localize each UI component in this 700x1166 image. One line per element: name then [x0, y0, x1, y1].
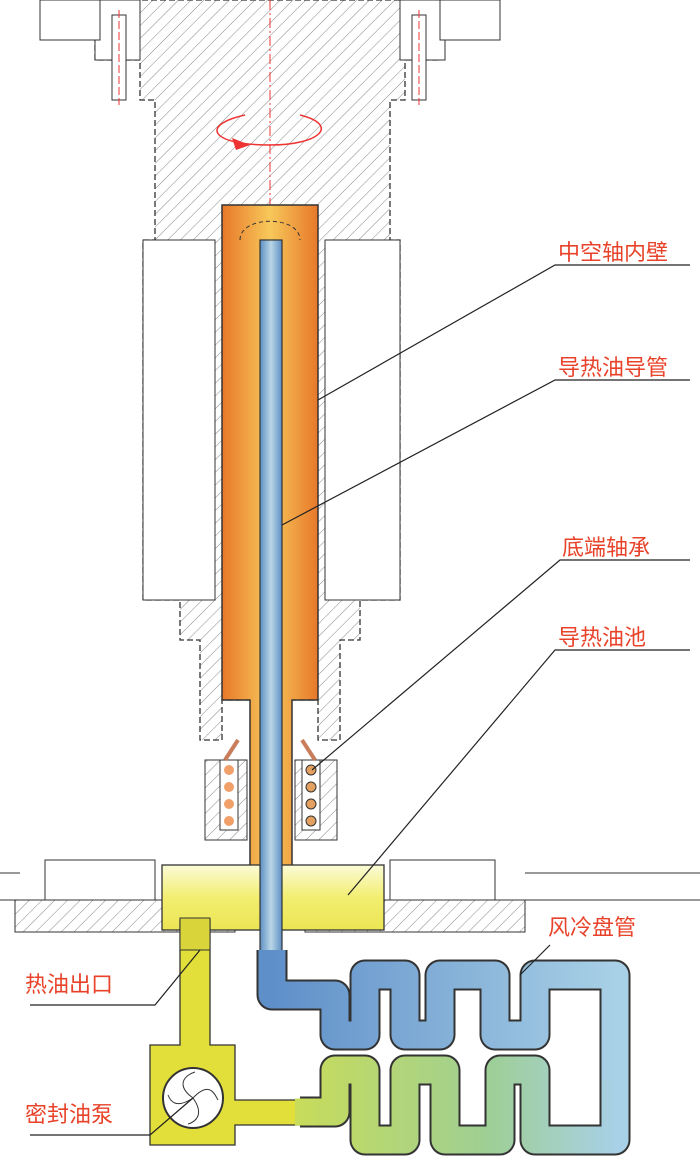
- bolt-icon: [111, 10, 127, 105]
- label-oil-guide-tube: 导热油导管: [558, 356, 669, 381]
- label-air-cooling-coil: 风冷盘管: [548, 916, 637, 941]
- oil-guide-tube: [259, 239, 283, 953]
- label-bottom-bearing: 底端轴承: [562, 536, 651, 561]
- sealed-oil-pump: [149, 917, 321, 1146]
- bolt-icon: [411, 10, 427, 105]
- leader-lines: [30, 264, 690, 1136]
- label-hollow-shaft-inner-wall: 中空轴内壁: [558, 241, 669, 266]
- label-oil-pool: 导热油池: [558, 626, 647, 651]
- bottom-bearing-left: [204, 738, 248, 841]
- air-cooling-coil: [256, 950, 631, 1156]
- label-hot-oil-outlet: 热油出口: [25, 973, 114, 998]
- bottom-bearing-right: [294, 738, 338, 841]
- rotation-arrow-icon: [216, 114, 323, 146]
- label-sealed-oil-pump: 密封油泵: [25, 1103, 114, 1128]
